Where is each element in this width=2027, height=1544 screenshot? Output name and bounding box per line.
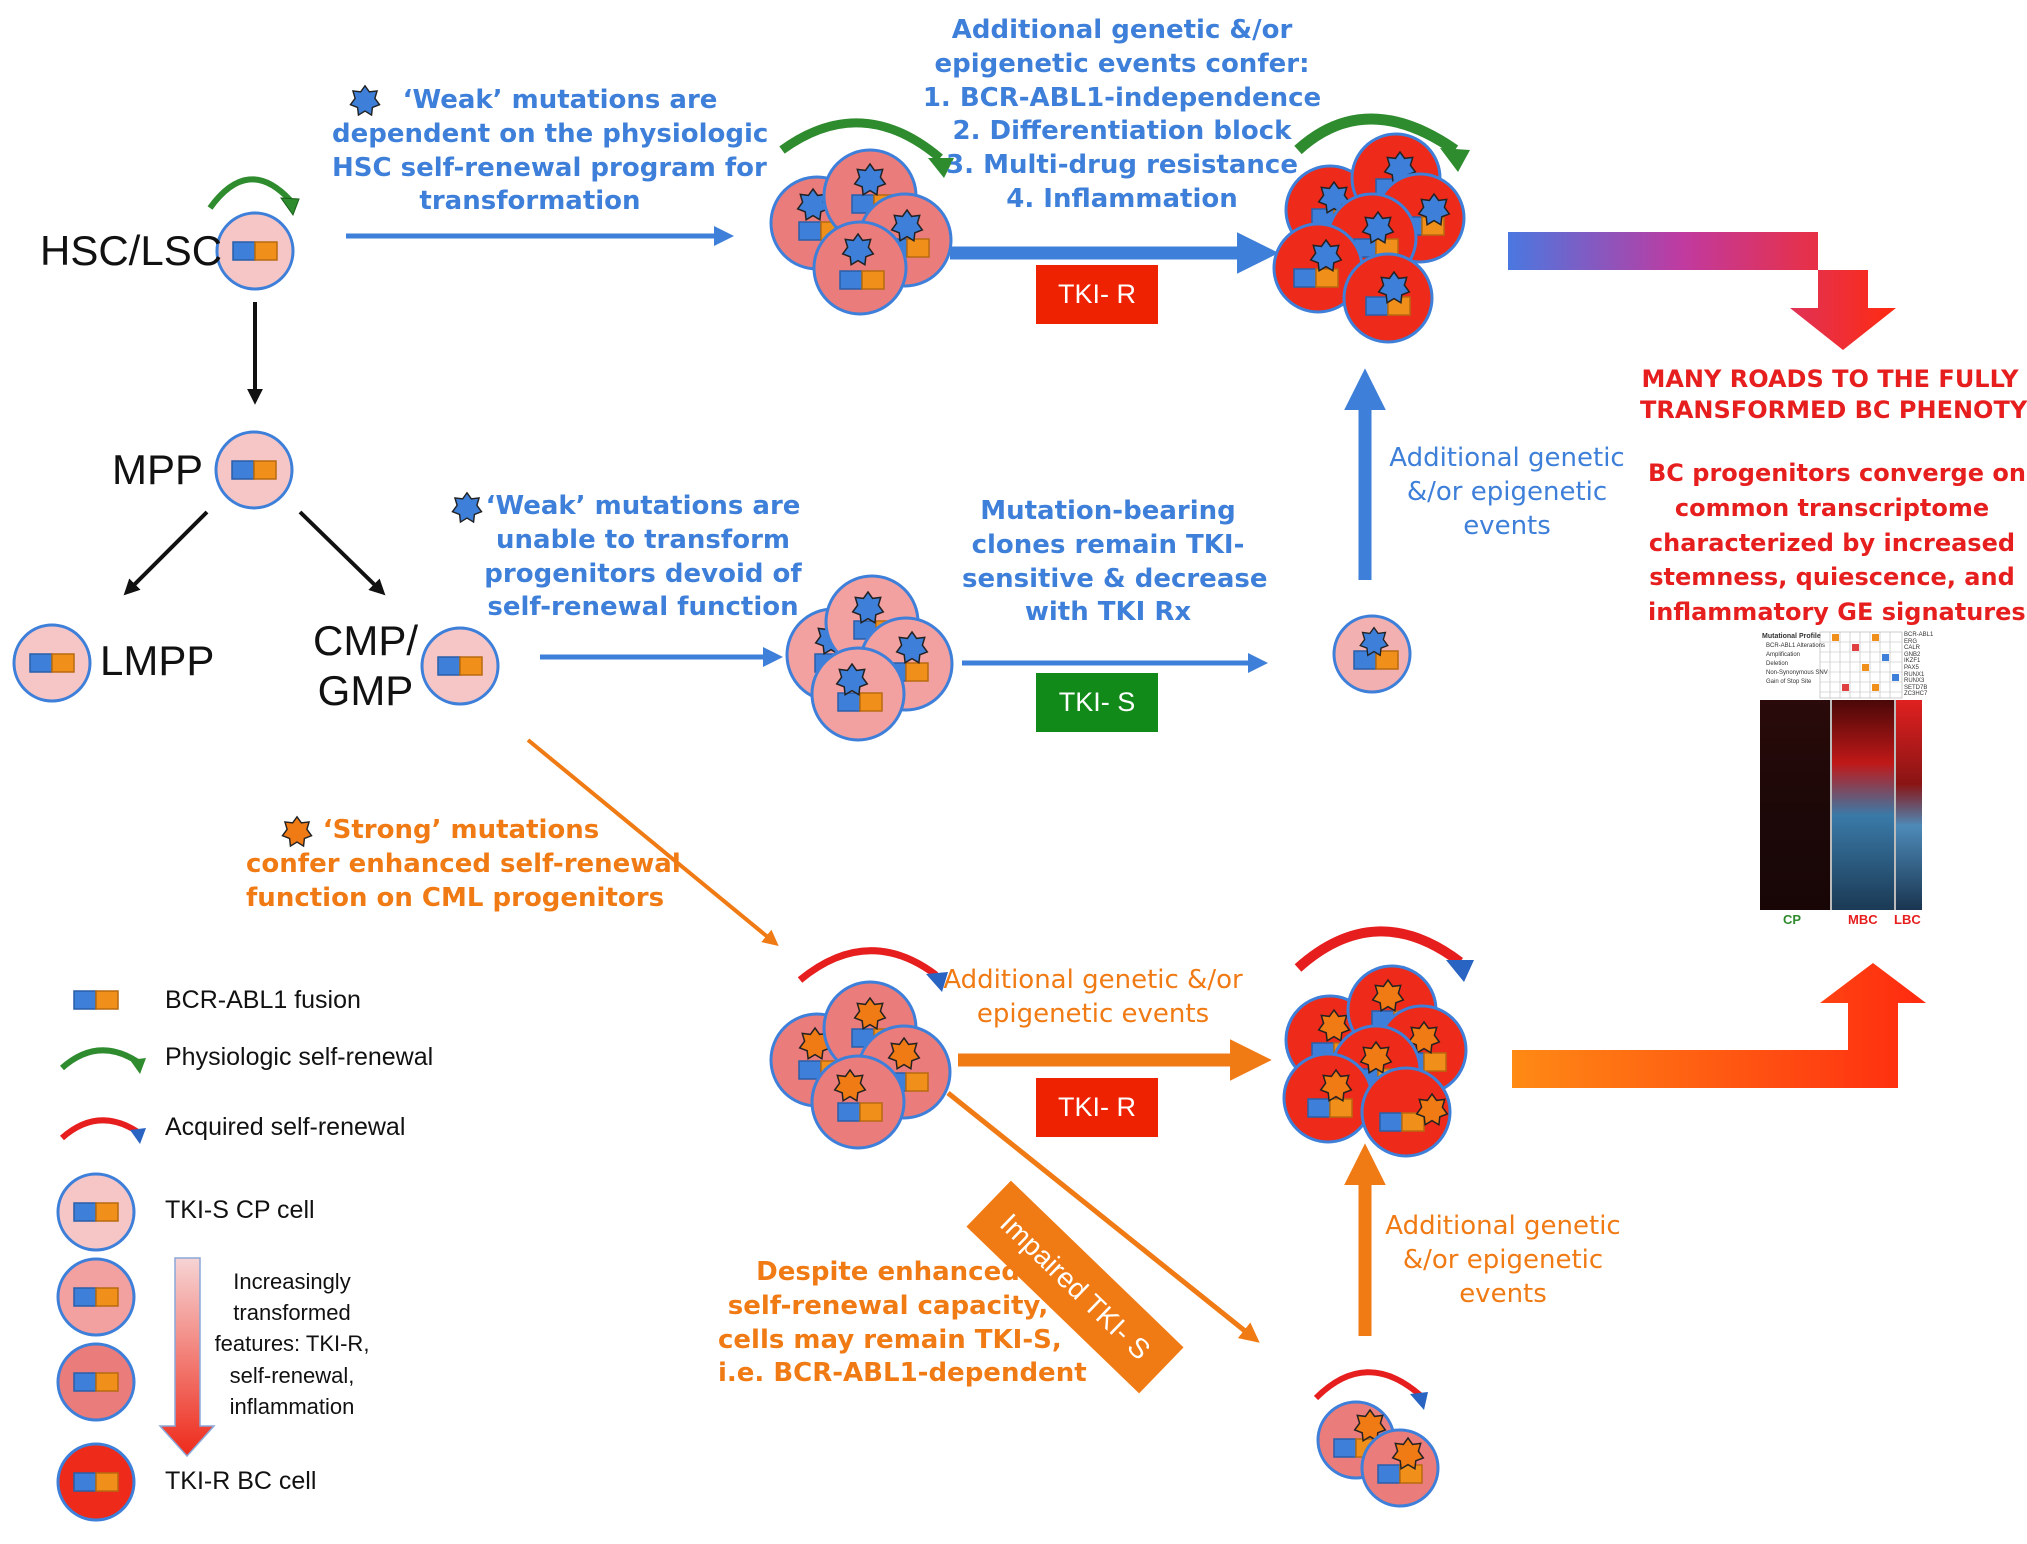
legend-item-tki-s: TKI-S CP cell [165,1196,315,1224]
additional-events-orange-top: Additional genetic &/or epigenetic event… [943,965,1243,1029]
legend-item-physiologic: Physiologic self-renewal [165,1043,434,1071]
bc-convergence-text: BC progenitors converge on a common tran… [1648,459,2027,627]
cell-cluster-bc-bottom [1282,964,1468,1158]
additional-events-orange-right: Additional genetic &/or epigenetic event… [1385,1211,1621,1309]
arrow-bottom-to-bc-box [1512,963,1926,1088]
heatmap-label-cp: CP [1783,912,1802,927]
arrow-mpp-to-lmpp [123,510,209,596]
hsc-lsc-label: HSC/LSC [40,227,223,274]
legend-item-acquired: Acquired self-renewal [165,1113,406,1141]
mpp-label: MPP [112,446,204,493]
strong-mutations-caption: ‘Strong’ mutations confer enhanced self-… [246,815,681,913]
additional-events-blue-caption: Additional genetic &/or epigenetic event… [1389,443,1625,541]
heatmap-label-lbc: LBC [1894,912,1921,927]
additional-events-confer-heading: Additional genetic &/or epigenetic event… [922,15,1322,214]
weak-unable-caption: ‘Weak’ mutations are unable to transform… [484,491,802,623]
tki-r-badge-bottom: TKI- R [1036,1078,1158,1137]
physiologic-self-renewal-arrow [1294,113,1459,155]
cell-cluster-strong [769,980,952,1150]
blue-star-icon [451,492,483,523]
gene-list: BCR-ABL1 ERG CALR GNB2 IKZF1 PAX5 RUNX1 … [1904,632,1934,698]
heatmap-figure [1760,631,1922,910]
legend-gradient-note: Increasingly transformed features: TKI-R… [214,1269,370,1419]
mutation-bearing-caption: Mutation-bearing clones remain TKI- sens… [962,496,1268,628]
legend-item-fusion: BCR-ABL1 fusion [165,986,361,1014]
lmpp-label: LMPP [100,637,215,684]
cmp-gmp-cell [420,626,500,706]
cmp-gmp-label: CMP/ GMP [313,617,418,715]
legend-cell-stage-1 [56,1172,136,1252]
mutational-profile-items: BCR-ABL1 Alterations Amplification Delet… [1766,643,1828,685]
hsc-cell [215,211,295,291]
legend-cell-stage-3 [56,1342,136,1422]
acquired-self-renewal-arrow [1313,1369,1422,1401]
mutational-profile-legend: Mutational Profile [1762,633,1821,640]
legend-item-tki-r: TKI-R BC cell [165,1467,317,1495]
weak-dependent-caption: ‘Weak’ mutations are dependent on the ph… [332,85,769,217]
cell-cluster-small-bottom [1316,1400,1440,1508]
cell-cluster-bc-top [1272,132,1466,344]
tki-s-badge: TKI- S [1036,673,1158,732]
legend-gradient-arrow [158,1257,216,1458]
physiologic-self-renewal-arrow [207,176,293,210]
many-roads-heading: MANY ROADS TO THE FULLY TRANSFORMED BC P… [1640,365,2027,425]
arrow-orange-diagonal [946,1091,1260,1343]
acquired-self-renewal-arrow [797,947,939,983]
arrow-top-to-bc-box [1508,232,1896,350]
legend-cell-stage-2 [56,1257,136,1337]
legend-red-arrow-icon [60,1117,140,1141]
despite-caption: Despite enhanced self-renewal capacity, … [718,1257,1087,1389]
legend-cell-stage-4 [56,1442,136,1522]
single-mutant-cell [1332,614,1412,694]
arrow-cmp-to-orange-cluster [526,738,779,947]
mpp-cell [214,430,294,510]
arrow-mpp-to-cmp [298,510,386,596]
legend-green-arrow-icon [60,1047,140,1071]
legend-fusion-icon [73,990,119,1010]
lmpp-cell [12,623,92,703]
heatmap-label-mbc: MBC [1848,912,1878,927]
tki-r-badge-top: TKI- R [1036,265,1158,324]
physiologic-self-renewal-arrow [779,118,943,162]
cell-cluster-weak-top [769,148,953,316]
cell-cluster-weak-middle [785,574,954,742]
acquired-self-renewal-arrow [1294,926,1464,972]
